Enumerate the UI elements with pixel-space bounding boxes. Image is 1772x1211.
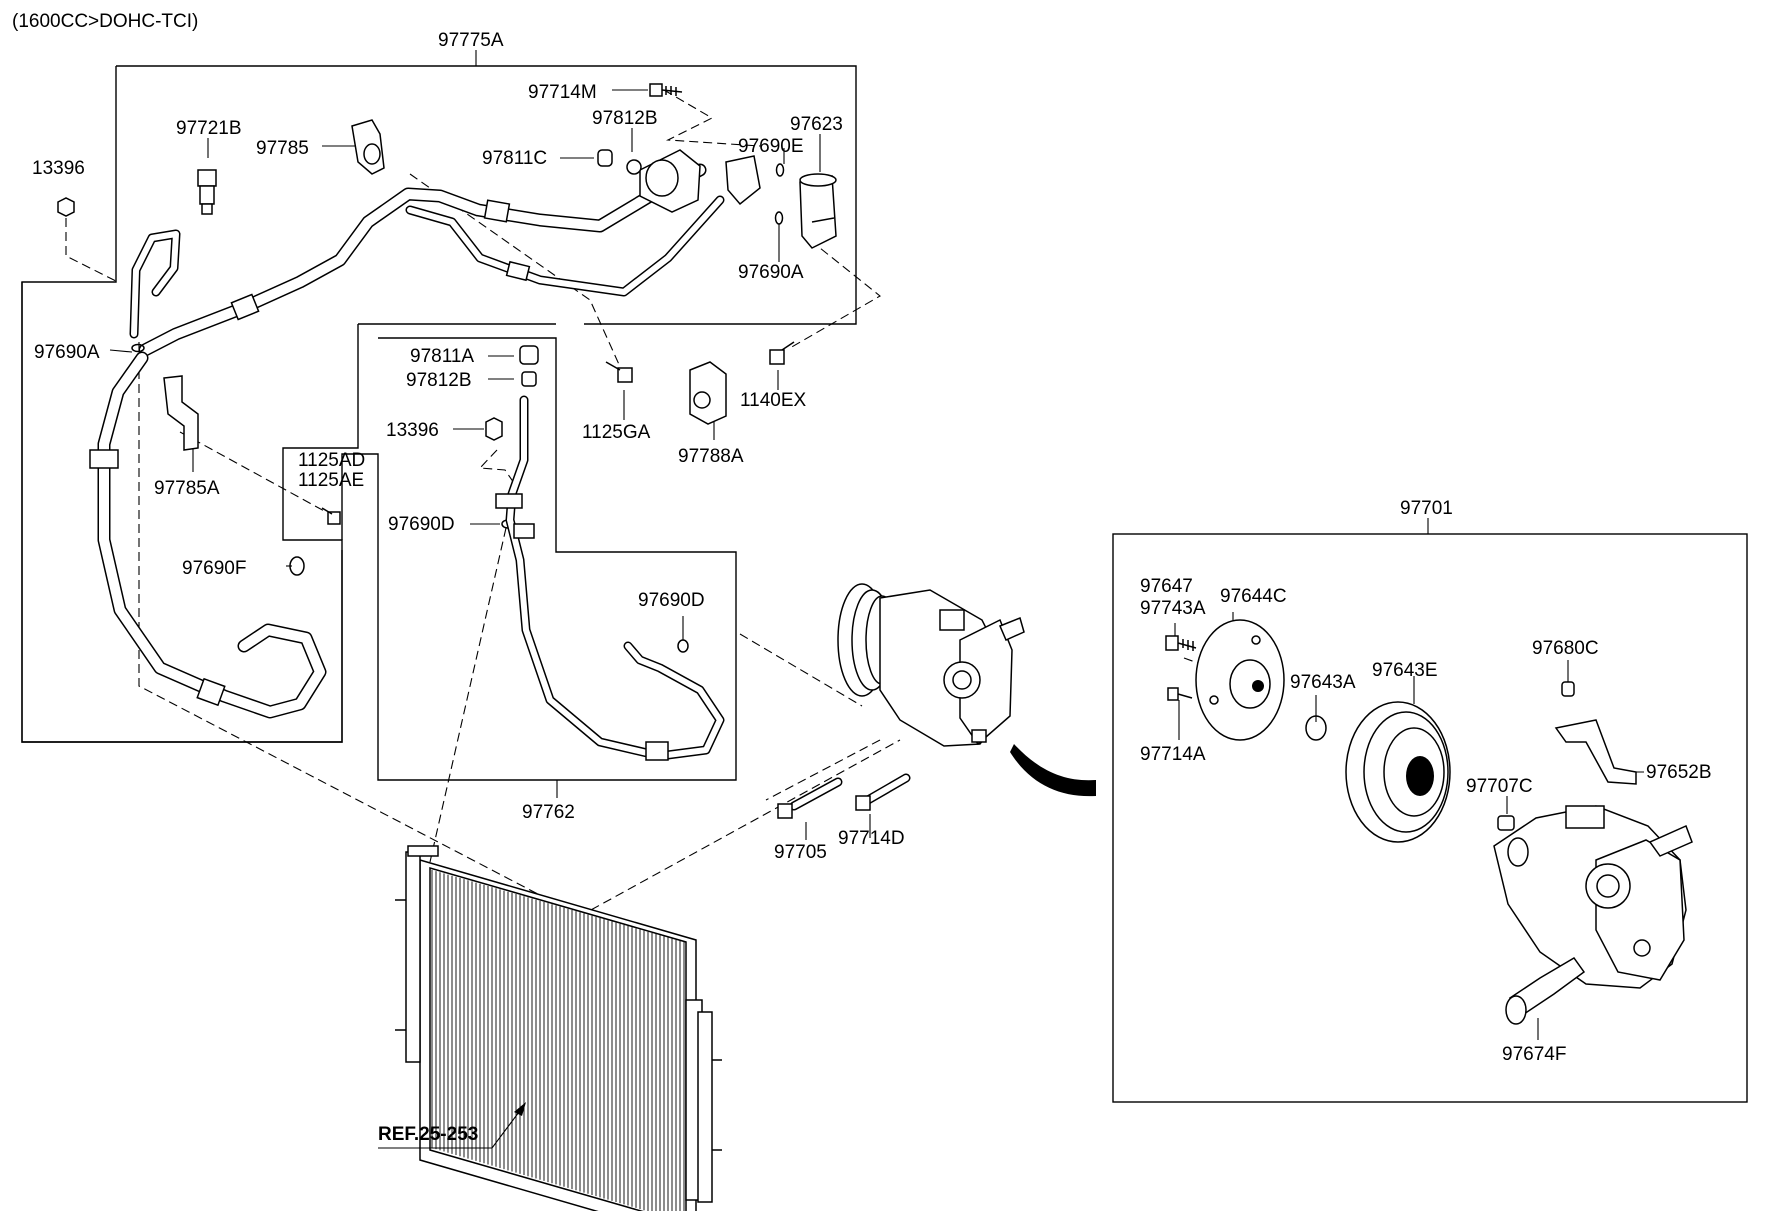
oring-97690E <box>775 163 785 177</box>
label-97812B-mid: 97812B <box>406 370 472 391</box>
oring-97690A-right <box>774 211 784 225</box>
label-97690E: 97690E <box>738 136 804 157</box>
label-97785: 97785 <box>256 138 309 159</box>
nut-13396-left <box>57 197 75 217</box>
part-labels: 97775A 97714M 97812B 97623 97721B 97785 … <box>32 30 1712 1065</box>
label-97690F: 97690F <box>182 558 246 579</box>
cap-97680C <box>1561 681 1575 697</box>
label-97714A: 97714A <box>1140 744 1206 765</box>
cap-97812B-top <box>626 159 642 175</box>
label-97775A: 97775A <box>438 30 504 51</box>
small-parts-upper <box>57 83 837 653</box>
box-hose-group <box>21 282 343 743</box>
bolt-97647 <box>1165 635 1197 651</box>
bolt-97714M <box>649 83 683 97</box>
label-97690A-right: 97690A <box>738 262 804 283</box>
label-97701: 97701 <box>1400 498 1453 519</box>
label-97714D: 97714D <box>838 828 905 849</box>
label-97705: 97705 <box>774 842 827 863</box>
label-97762: 97762 <box>522 802 575 823</box>
label-97811C: 97811C <box>482 148 547 169</box>
label-97647: 97647 <box>1140 576 1193 597</box>
engine-spec-label: (1600CC>DOHC-TCI) <box>12 11 198 32</box>
label-1125AE: 1125AE <box>298 470 364 491</box>
label-97644C: 97644C <box>1220 586 1287 607</box>
label-97707C: 97707C <box>1466 776 1533 797</box>
label-97690D-mid: 97690D <box>388 514 455 535</box>
ref-label: REF.25-253 <box>378 1124 478 1145</box>
label-97690A-left: 97690A <box>34 342 100 363</box>
oring-97690D-right <box>677 639 689 653</box>
bolt-1140EX <box>769 341 795 365</box>
cap-97707C <box>1497 815 1515 831</box>
label-97811A: 97811A <box>410 346 474 367</box>
compressor-body <box>1493 805 1693 989</box>
label-97788A: 97788A <box>678 446 744 467</box>
label-97643E: 97643E <box>1372 660 1438 681</box>
box-97701 <box>1112 533 1748 1103</box>
zoom-arrow-icon <box>1010 744 1096 797</box>
cap-97811A <box>519 345 539 365</box>
label-97674F: 97674F <box>1502 1044 1566 1065</box>
cap-97812B-mid <box>521 371 537 387</box>
label-97690D-right: 97690D <box>638 590 705 611</box>
label-97623: 97623 <box>790 114 843 135</box>
pulley-97643E <box>1345 701 1451 843</box>
group-boxes <box>21 65 1748 1103</box>
snap-ring-97643A <box>1305 715 1327 741</box>
pressure-sensor-97721B <box>197 169 217 215</box>
label-13396-mid: 13396 <box>386 420 439 441</box>
hub-97644C <box>1195 619 1285 741</box>
bracket-97652B <box>1554 719 1637 785</box>
label-97785A: 97785A <box>154 478 220 499</box>
box-97762 <box>341 337 737 781</box>
label-97643A: 97643A <box>1290 672 1356 693</box>
oring-97690A-left <box>131 343 145 353</box>
label-1140EX: 1140EX <box>740 390 807 411</box>
bolt-1125GA <box>605 361 633 383</box>
block-97788A <box>689 361 727 425</box>
label-97721B: 97721B <box>176 118 242 139</box>
box-97762-outer <box>282 323 556 550</box>
suction-hose-assembly <box>89 119 761 719</box>
label-1125GA: 1125GA <box>582 422 651 443</box>
expansion-valve-97623 <box>799 173 837 249</box>
label-97714M: 97714M <box>528 82 597 103</box>
label-1125AD: 1125AD <box>298 450 365 471</box>
condenser-fins <box>431 870 685 1211</box>
valve-97674F <box>1505 957 1586 1025</box>
label-97680C: 97680C <box>1532 638 1599 659</box>
label-97743A: 97743A <box>1140 598 1206 619</box>
label-13396-left: 13396 <box>32 158 85 179</box>
bracket-97785A <box>163 375 199 451</box>
compressor-installed <box>837 583 1025 747</box>
bolt-97714D <box>855 773 911 811</box>
bolt-1125AD <box>321 507 341 525</box>
label-97812B-top: 97812B <box>592 108 658 129</box>
cap-97811C <box>597 149 613 167</box>
compressor-exploded <box>1165 619 1693 1025</box>
label-97652B: 97652B <box>1646 762 1712 783</box>
bolt-97714A <box>1167 687 1193 701</box>
discharge-tube-97762 <box>495 395 725 761</box>
condenser <box>395 845 722 1211</box>
bolt-97705 <box>777 777 843 819</box>
nut-13396-mid <box>485 417 503 441</box>
assembly-dashed-lines <box>65 89 1210 917</box>
leader-lines <box>109 50 1644 1040</box>
oring-97690F <box>289 556 305 576</box>
ref-callout: REF.25-253 <box>378 1102 526 1149</box>
